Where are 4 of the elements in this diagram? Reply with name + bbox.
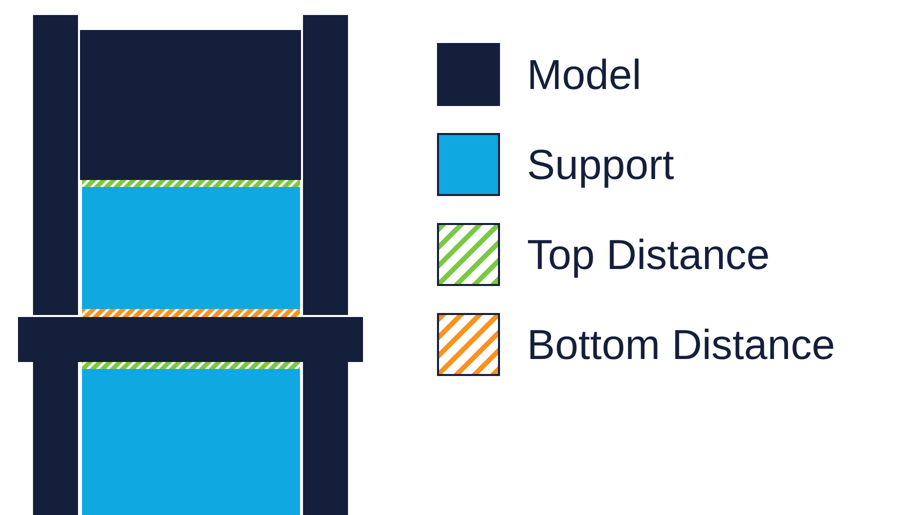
legend-label: Top Distance [527, 234, 770, 276]
legend-label: Support [527, 144, 674, 186]
legend-label: Bottom Distance [527, 324, 836, 366]
legend-label: Model [527, 54, 642, 96]
